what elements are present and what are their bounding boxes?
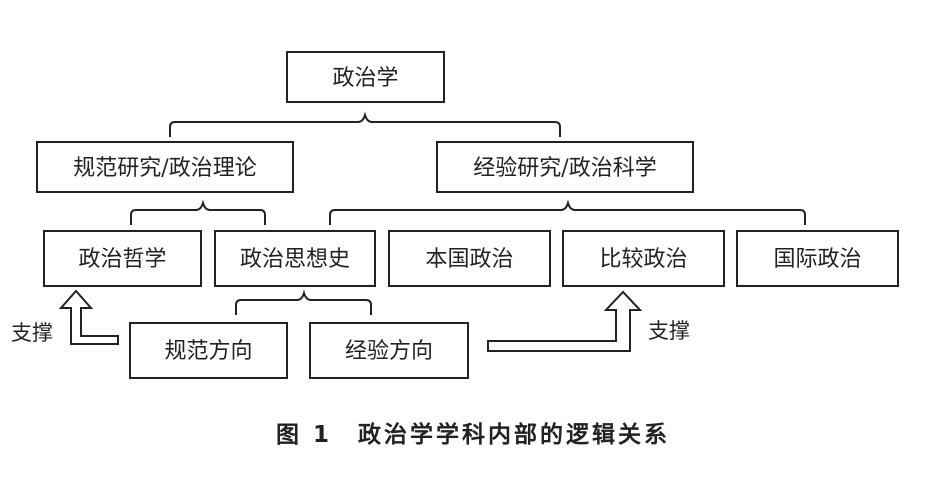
support-label-right: 支撑 <box>648 319 690 343</box>
node-comparative-politics-label: 比较政治 <box>599 247 687 272</box>
node-international-politics: 国际政治 <box>736 230 899 287</box>
node-normative-direction-label: 规范方向 <box>164 339 252 364</box>
support-arrow-left <box>58 289 119 345</box>
node-politics-label: 政治学 <box>332 66 398 91</box>
brace-root <box>169 111 561 137</box>
node-empirical-research-label: 经验研究/政治科学 <box>473 156 656 181</box>
node-political-thought-history: 政治思想史 <box>214 230 376 287</box>
node-empirical-direction: 经验方向 <box>309 322 469 379</box>
node-comparative-politics: 比较政治 <box>562 230 725 287</box>
brace-normative <box>130 199 266 225</box>
node-political-thought-history-label: 政治思想史 <box>240 247 350 272</box>
node-normative-research: 规范研究/政治理论 <box>36 141 294 193</box>
node-empirical-direction-label: 经验方向 <box>345 339 433 364</box>
node-political-philosophy: 政治哲学 <box>43 230 202 287</box>
node-empirical-research: 经验研究/政治科学 <box>436 141 694 193</box>
node-normative-direction: 规范方向 <box>129 322 288 379</box>
brace-empirical <box>329 199 806 225</box>
brace-history <box>235 289 372 315</box>
node-domestic-politics-label: 本国政治 <box>425 247 513 272</box>
node-international-politics-label: 国际政治 <box>773 247 861 272</box>
node-normative-research-label: 规范研究/政治理论 <box>73 156 256 181</box>
support-arrow-right <box>487 290 643 352</box>
node-domestic-politics: 本国政治 <box>388 230 551 287</box>
support-label-left: 支撑 <box>11 321 53 345</box>
node-politics: 政治学 <box>286 51 445 103</box>
figure-caption: 图 1 政治学学科内部的逻辑关系 <box>276 421 670 448</box>
node-political-philosophy-label: 政治哲学 <box>78 247 166 272</box>
